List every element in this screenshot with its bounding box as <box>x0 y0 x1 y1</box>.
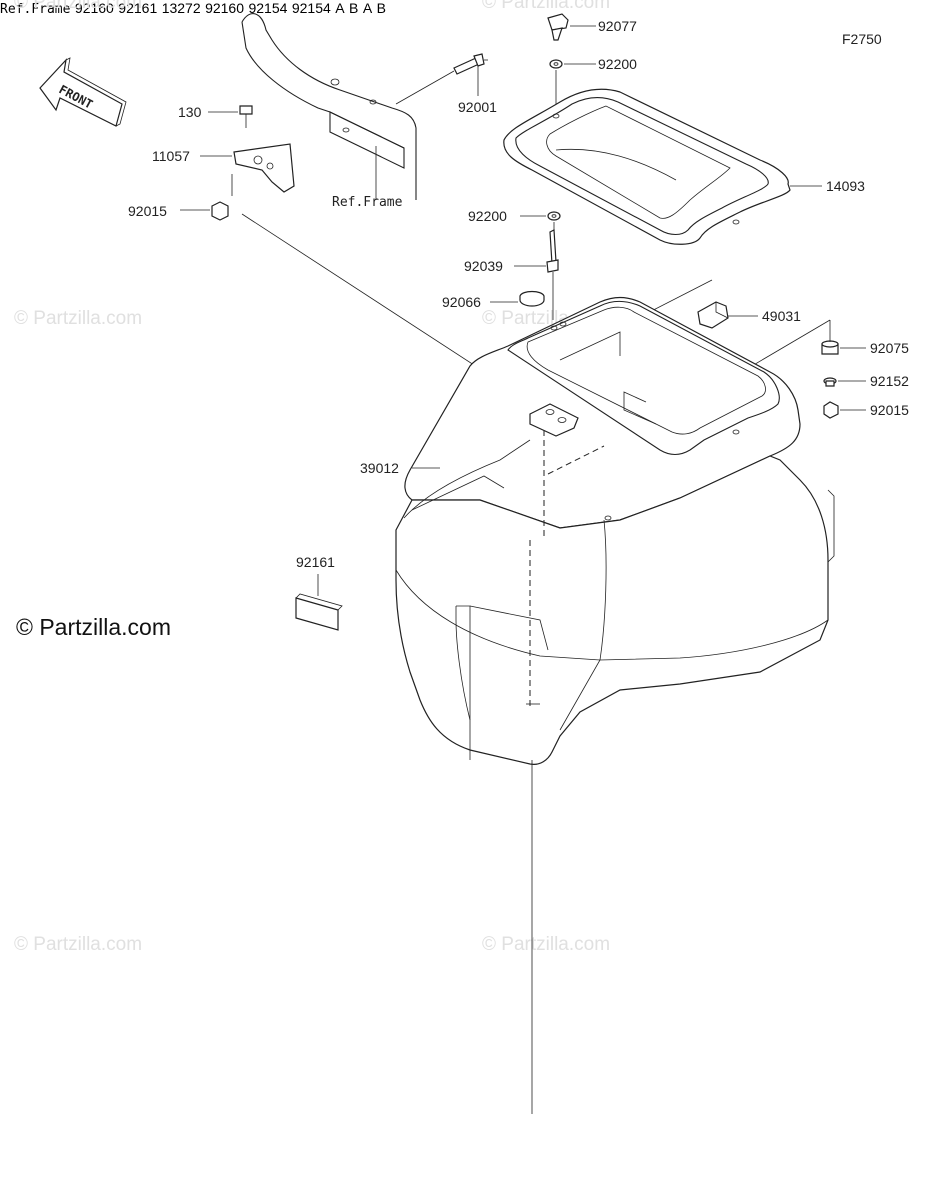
callout-b-right: B <box>377 0 386 17</box>
part-label-130: 130 <box>178 104 202 120</box>
callout-a-left: A <box>335 0 349 17</box>
washer-92200-top: 92200 <box>549 56 637 110</box>
part-label-92154: 92154 <box>248 0 288 16</box>
pin-92039: 92039 <box>464 229 559 320</box>
callout-letter: B <box>376 0 386 16</box>
ref-frame-label: Ref.Frame <box>332 195 403 210</box>
watermark: © Partzilla.com <box>14 308 142 329</box>
storage-box-39012: 39012 <box>360 296 835 765</box>
part-label-92160: 92160 <box>205 0 245 16</box>
ref-frame-label: Ref.Frame <box>0 2 71 17</box>
grommet-92075: 92075 <box>821 340 909 356</box>
watermark: © Partzilla.com <box>14 934 142 955</box>
pad-92161-upper: 92161 <box>295 554 343 631</box>
watermark: © Partzilla.com <box>14 0 142 13</box>
bolt-130: 130 <box>178 104 253 128</box>
bolt-92154-right: 92154 <box>292 0 335 17</box>
lid-14093: 14093 <box>503 88 865 245</box>
pad-92160-upper: 92160 <box>75 0 118 17</box>
watermark: © Partzilla.com <box>482 934 610 955</box>
callout-letter: A <box>335 0 345 16</box>
part-label-92077: 92077 <box>598 18 637 34</box>
part-label-92152: 92152 <box>870 373 909 389</box>
part-label-92161: 92161 <box>118 0 158 16</box>
knob-92077: 92077 <box>547 13 637 41</box>
part-label-92015: 92015 <box>128 203 167 219</box>
watermarks: © Partzilla.com © Partzilla.com © Partzi… <box>14 0 610 955</box>
nut-92015-left: 92015 <box>128 201 229 221</box>
part-label-14093: 14093 <box>826 178 865 194</box>
part-label-92015: 92015 <box>870 402 909 418</box>
callout-b-left: B <box>349 0 363 17</box>
part-label-92200: 92200 <box>468 208 507 224</box>
diagram-code: F2750 <box>842 31 882 47</box>
clip-49031: 49031 <box>697 301 801 329</box>
bottom-plate-13272: 13272 <box>162 0 205 17</box>
washer-92200-lower: 92200 <box>468 208 561 230</box>
part-label-39012: 39012 <box>360 460 399 476</box>
part-label-92200: 92200 <box>598 56 637 72</box>
part-label-92075: 92075 <box>870 340 909 356</box>
callout-letter: A <box>362 0 373 16</box>
part-label-13272: 13272 <box>161 0 201 16</box>
part-label-92161: 92161 <box>296 554 335 570</box>
pad-92161-lower: 92161 <box>118 0 161 17</box>
callout-a-right: A <box>363 0 377 17</box>
nut-92015-right: 92015 <box>823 401 909 419</box>
callout-letter: B <box>349 0 359 16</box>
front-arrow-icon: FRONT <box>39 57 127 127</box>
part-label-92154: 92154 <box>291 0 331 16</box>
part-label-92001: 92001 <box>458 99 497 115</box>
bracket-11057: 11057 <box>152 143 295 193</box>
part-label-92160: 92160 <box>74 0 114 16</box>
brand-watermark: © Partzilla.com <box>16 614 171 640</box>
part-label-92066: 92066 <box>442 294 481 310</box>
part-label-11057: 11057 <box>152 148 190 164</box>
collar-92152: 92152 <box>823 373 909 389</box>
watermark: © Partzilla.com <box>482 0 610 13</box>
part-label-92039: 92039 <box>464 258 503 274</box>
bolt-92154-left: 92154 <box>248 0 291 17</box>
bolt-92001: 92001 <box>395 53 497 115</box>
lower-frame: Ref.Frame <box>0 0 75 17</box>
dashed-line <box>547 445 605 475</box>
upper-frame-bracket: Ref.Frame <box>241 13 417 210</box>
pad-92160-lower: 92160 <box>205 0 248 17</box>
cap-92066: 92066 <box>442 290 545 310</box>
part-label-49031: 49031 <box>762 308 801 324</box>
